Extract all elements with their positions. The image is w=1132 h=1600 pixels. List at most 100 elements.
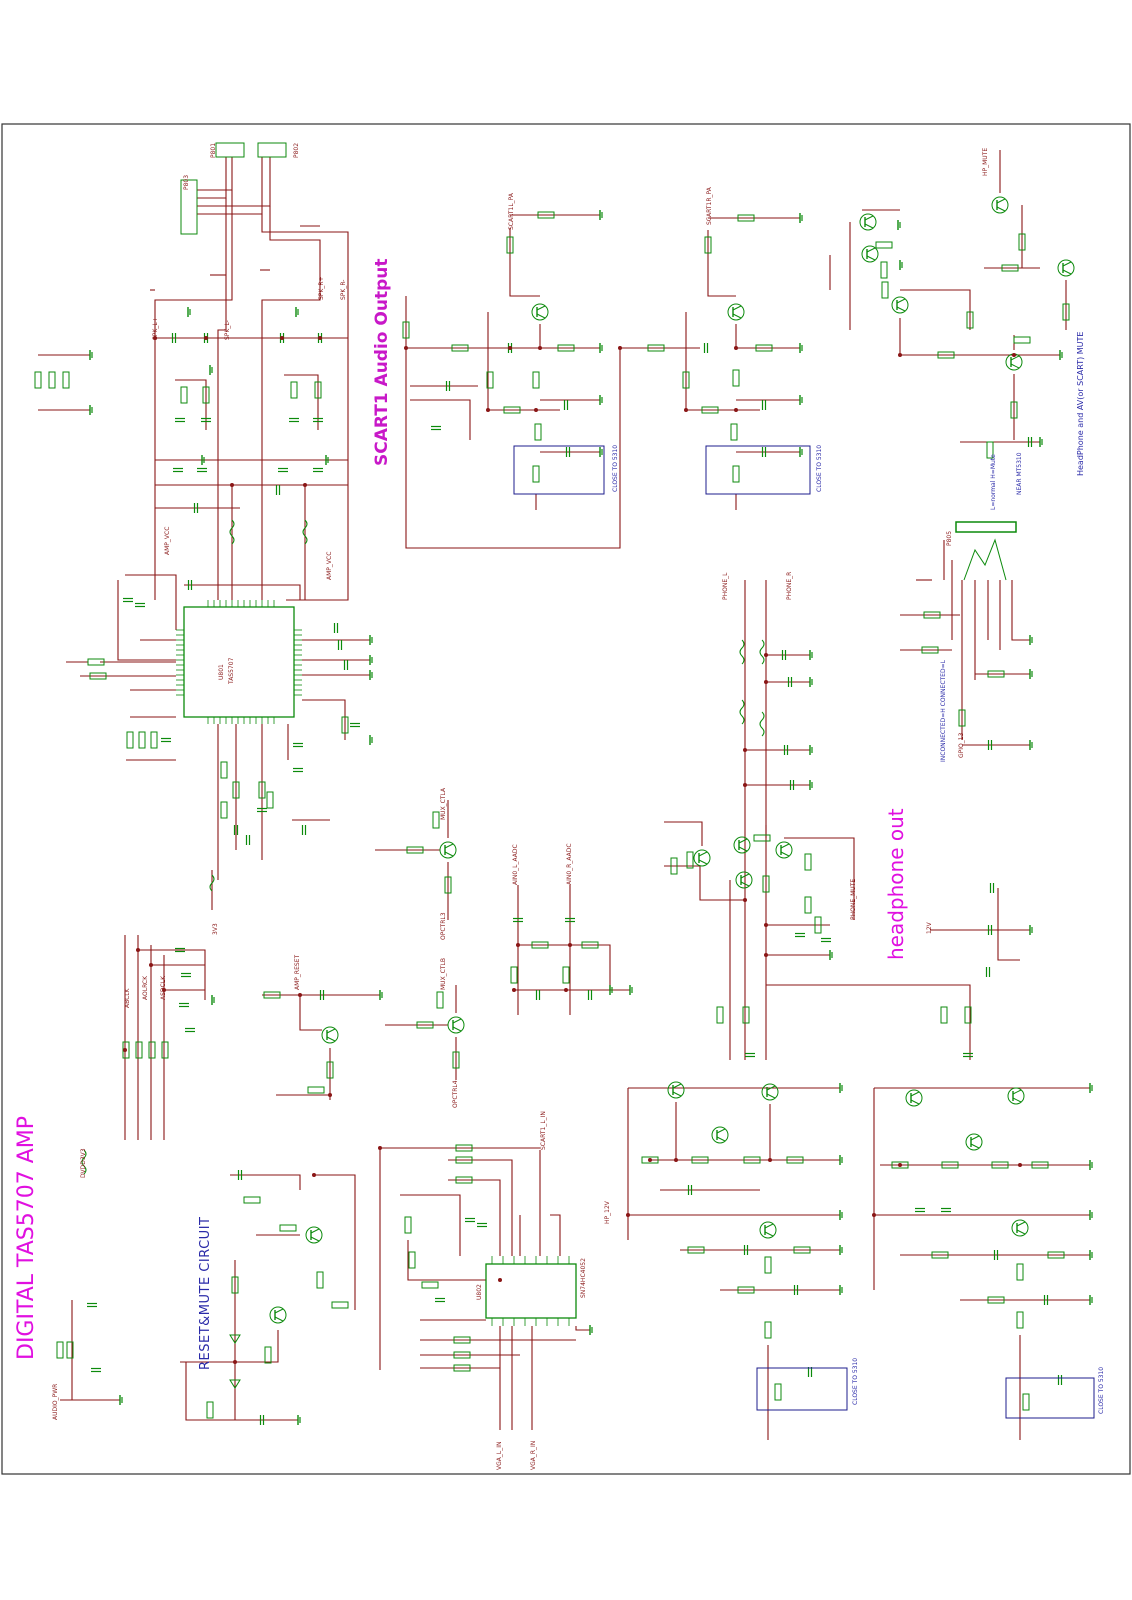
transistor-271 — [1057, 259, 1075, 277]
capacitor-31 — [278, 467, 288, 473]
junction-dot-410 — [684, 408, 688, 412]
transistor-312 — [735, 871, 753, 889]
wire-4 — [154, 190, 233, 600]
close-to-5310-note-4: CLOSE TO 5310 — [1098, 1366, 1105, 1414]
close-to-5310-note-3: CLOSE TO 5310 — [852, 1357, 859, 1405]
resistor-133 — [263, 991, 281, 999]
resistor-258 — [881, 281, 889, 299]
resistor-49 — [89, 672, 107, 680]
transistor-collector — [780, 843, 790, 849]
junction-dot-434 — [564, 988, 568, 992]
ground-symbol-476 — [1039, 437, 1043, 447]
resistor-179 — [453, 1364, 471, 1372]
capacitor-33 — [193, 503, 199, 513]
connector-p801: P801 — [210, 142, 217, 158]
junction-dot-415 — [743, 748, 747, 752]
resistor-268 — [1013, 336, 1031, 344]
capacitor-102 — [181, 972, 191, 978]
capacitor-67 — [343, 660, 349, 670]
junction-dot-421 — [743, 898, 747, 902]
net-3v3: 3V3 — [212, 923, 219, 935]
transistor-collector — [864, 215, 874, 221]
close-to-5310-note-1: CLOSE TO 5310 — [612, 444, 619, 492]
capacitor-70 — [350, 722, 360, 728]
net-12v: 12V — [926, 922, 933, 934]
capacitor-34 — [275, 485, 281, 495]
transistor-collector — [672, 1083, 682, 1089]
ground-symbol-466 — [1089, 1210, 1093, 1220]
resistor-263 — [966, 311, 974, 329]
net-ain0-r-aadc: AIN0_R_AADC — [566, 843, 573, 885]
capacitor-304 — [789, 780, 795, 790]
transistor-body — [859, 213, 877, 231]
transistor-emitter — [672, 1091, 682, 1097]
resistor-198 — [451, 344, 469, 352]
resistor-189 — [581, 941, 599, 949]
resistor-165 — [408, 1251, 416, 1269]
transistor-emitter — [716, 1136, 726, 1142]
component-layer — [34, 142, 1093, 1425]
resistor-208 — [557, 344, 575, 352]
transistor-emitter — [764, 1231, 774, 1237]
capacitor-20 — [313, 417, 323, 423]
capacitor-29 — [173, 467, 183, 473]
ground-symbol-471 — [1029, 635, 1033, 645]
ground-symbol-446 — [599, 447, 603, 457]
transistor-253 — [891, 296, 909, 314]
net-spk-l-plus: SPK_L+ — [152, 317, 159, 340]
capacitor-74 — [233, 825, 239, 835]
junction-dot-398 — [153, 336, 157, 340]
ground-symbol-475 — [1059, 350, 1063, 360]
net-spk-r-plus: SPK_R+ — [318, 276, 325, 300]
resistor-280 — [986, 441, 994, 459]
capacitor-326 — [821, 937, 831, 943]
net-mux-ctla: MUX_CTLA — [440, 787, 447, 820]
transistor-body — [269, 1306, 287, 1324]
junction-dot-441 — [149, 963, 153, 967]
transistor-collector — [910, 1091, 920, 1097]
close-to-5310-note-2: CLOSE TO 5310 — [816, 444, 823, 492]
wire-121 — [314, 1174, 356, 1310]
transistor-collector — [716, 1128, 726, 1134]
ground-symbol-462 — [1089, 1083, 1093, 1093]
transistor-emitter — [970, 1143, 980, 1149]
capacitor-217 — [445, 381, 451, 391]
ground-symbol-465 — [839, 1210, 843, 1220]
resistor-150 — [416, 1021, 434, 1029]
transistor-collector — [452, 1018, 462, 1024]
net-vga-r-in: VGA_R_IN — [530, 1440, 537, 1470]
resistor-231 — [737, 214, 755, 222]
transistor-collector — [274, 1308, 284, 1314]
resistor-245 — [730, 423, 738, 441]
wire-68 — [302, 699, 346, 740]
resistor-329 — [716, 1006, 724, 1024]
capacitor-113 — [91, 1367, 101, 1373]
ground-symbol-479 — [119, 1395, 123, 1405]
inconnect-note: INCONNECTED=H CONNECTED=L — [940, 660, 947, 762]
ground-symbol-478 — [297, 1415, 301, 1425]
transistor-body — [727, 303, 745, 321]
junction-dot-419 — [764, 923, 768, 927]
amp-ic-ref: U801 — [218, 664, 225, 680]
net-asdclk: ASDCLK — [160, 976, 167, 1000]
ground-symbol-470 — [1089, 1295, 1093, 1305]
resistor-358 — [786, 1156, 804, 1164]
wire-220 — [410, 399, 471, 440]
ground-symbol-451 — [369, 635, 373, 645]
hp-mute-section-title: HeadPhone and AV(or SCART) MUTE — [1076, 331, 1085, 476]
transistor-270 — [991, 196, 1009, 214]
transistor-body — [991, 196, 1009, 214]
net-scart1r-pa: SCART1R_PA — [706, 187, 713, 225]
transistor-emitter — [326, 1036, 336, 1042]
ground-symbol-450 — [799, 447, 803, 457]
transistor-emitter — [698, 859, 708, 865]
inductor-l801 — [302, 519, 308, 545]
inductor-l816 — [739, 639, 745, 665]
ground-symbol-447 — [799, 213, 803, 223]
resistor-223 — [532, 465, 540, 483]
resistor-119 — [279, 1224, 297, 1232]
junction-dot-414 — [1012, 353, 1016, 357]
junction-dot-404 — [404, 346, 408, 350]
capacitor-18 — [201, 417, 211, 423]
transistor-collector — [738, 838, 748, 844]
